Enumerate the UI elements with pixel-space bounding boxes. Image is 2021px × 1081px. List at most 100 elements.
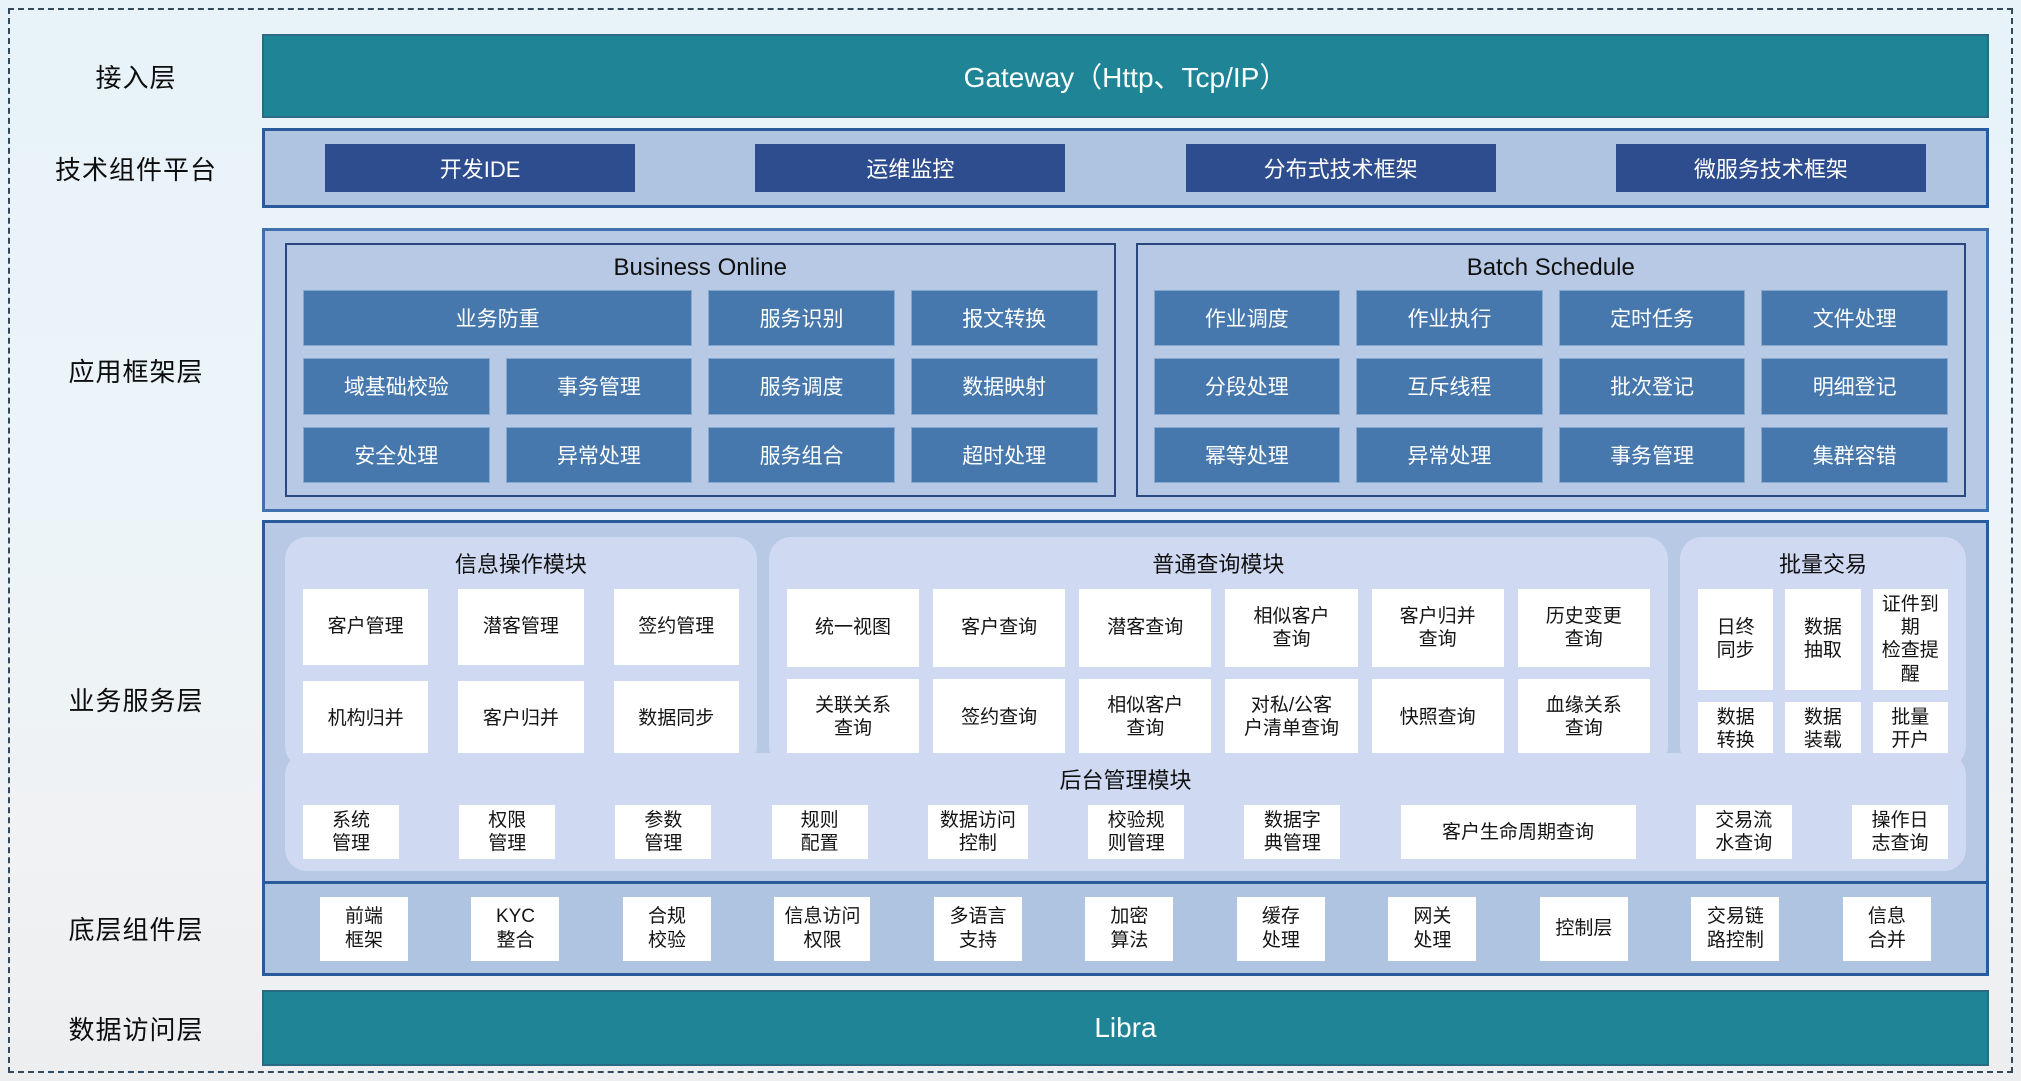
base-component-item: 多语言 支持 [933, 896, 1022, 961]
service-item: 潜客管理 [458, 589, 584, 665]
framework-item: 超时处理 [910, 426, 1098, 483]
service-item: 数据 抽取 [1785, 589, 1861, 690]
business-online-box: Business Online 业务防重 服务识别 报文转换 域基础校验 事务管… [285, 243, 1116, 497]
framework-item: 域基础校验 [303, 358, 490, 415]
tech-component-item: 分布式技术框架 [1185, 144, 1496, 192]
business-service-modules: 信息操作模块 客户管理潜客管理签约管理机构归并客户归并数据同步 普通查询模块 统… [285, 537, 1966, 769]
batch-schedule-box: Batch Schedule 作业调度作业执行定时任务文件处理分段处理互斥线程批… [1135, 243, 1966, 497]
service-item: 交易流 水查询 [1695, 805, 1792, 860]
base-component-item: 信息 合并 [1842, 896, 1931, 961]
service-item: 关联关系 查询 [786, 678, 920, 757]
service-item: 规则 配置 [771, 805, 868, 860]
business-service-container: 信息操作模块 客户管理潜客管理签约管理机构归并客户归并数据同步 普通查询模块 统… [262, 520, 1989, 889]
info-operation-module-title: 信息操作模块 [454, 552, 587, 577]
layer-label-app-framework: 应用框架层 [68, 356, 204, 387]
general-query-grid: 统一视图客户查询潜客查询相似客户 查询 客户归并 查询历史变更 查询关联关系 查询… [786, 589, 1650, 757]
batch-trade-module: 批量交易 日终 同步数据 抽取证件到期 检查提醒数据 转换数据 装载批量 开户 [1679, 537, 1966, 769]
service-item: 对私/公客 户清单查询 [1225, 678, 1358, 757]
admin-module-title: 后台管理模块 [1059, 768, 1192, 793]
app-framework-row: 应用框架层 Business Online 业务防重 服务识别 报文转换 域基础… [10, 228, 2011, 512]
business-online-title: Business Online [613, 254, 787, 281]
framework-item: 事务管理 [1558, 426, 1746, 483]
batch-trade-module-title: 批量交易 [1778, 552, 1867, 577]
service-item: 客户归并 [458, 680, 584, 757]
service-item: 证件到期 检查提醒 [1872, 589, 1948, 690]
tech-component-item: 运维监控 [755, 144, 1066, 192]
base-component-item: 控制层 [1539, 896, 1628, 961]
base-component-item: 信息访问 权限 [774, 896, 871, 961]
service-item: 客户生命周期查询 [1400, 805, 1636, 860]
tech-component-item: 开发IDE [325, 144, 636, 192]
business-service-row: 业务服务层 信息操作模块 客户管理潜客管理签约管理机构归并客户归并数据同步 普通… [10, 520, 2011, 889]
service-item: 数据同步 [613, 680, 739, 757]
base-component-item: 缓存 处理 [1236, 896, 1325, 961]
service-item: 客户查询 [933, 589, 1066, 667]
framework-item: 异常处理 [505, 426, 693, 483]
framework-item: 服务识别 [708, 290, 895, 347]
base-component-item: 合规 校验 [622, 896, 711, 961]
batch-schedule-grid: 作业调度作业执行定时任务文件处理分段处理互斥线程批次登记明细登记幂等处理异常处理… [1153, 290, 1948, 483]
framework-item: 明细登记 [1761, 358, 1948, 415]
business-online-grid: 业务防重 服务识别 报文转换 域基础校验 事务管理 服务调度 数据映射 安全处理… [303, 290, 1098, 483]
info-operation-grid: 客户管理潜客管理签约管理机构归并客户归并数据同步 [303, 589, 739, 757]
service-item: 数据 转换 [1697, 701, 1774, 757]
service-item: 系统 管理 [303, 805, 399, 860]
service-item: 权限 管理 [459, 805, 556, 860]
layer-label-access: 接入层 [95, 62, 177, 93]
layer-label-business-service: 业务服务层 [68, 685, 204, 716]
tech-component-item: 微服务技术框架 [1615, 144, 1926, 192]
framework-item: 文件处理 [1761, 290, 1948, 347]
base-component-item: KYC 整合 [471, 896, 560, 961]
batch-schedule-title: Batch Schedule [1466, 254, 1635, 281]
service-item: 客户归并 查询 [1371, 589, 1504, 667]
framework-item: 安全处理 [303, 426, 490, 483]
service-item: 血缘关系 查询 [1517, 678, 1650, 757]
libra-bar: Libra [262, 990, 1989, 1066]
service-item: 签约管理 [613, 589, 739, 665]
service-item: 批量 开户 [1872, 701, 1948, 757]
service-item: 数据字 典管理 [1244, 805, 1341, 860]
service-item: 客户管理 [303, 589, 429, 665]
framework-item: 异常处理 [1356, 426, 1543, 483]
service-item: 校验规 则管理 [1088, 805, 1185, 860]
service-item: 机构归并 [303, 680, 429, 757]
data-access-row: 数据访问层 Libra [10, 990, 2011, 1066]
framework-item: 数据映射 [910, 358, 1098, 415]
access-layer-row: 接入层 Gateway（Http、Tcp/IP） [10, 34, 2011, 118]
service-item: 日终 同步 [1697, 589, 1774, 690]
tech-platform-band: 开发IDE 运维监控 分布式技术框架 微服务技术框架 [262, 128, 1989, 208]
base-component-item: 交易链 路控制 [1691, 896, 1780, 961]
service-item: 潜客查询 [1079, 589, 1212, 667]
info-operation-module: 信息操作模块 客户管理潜客管理签约管理机构归并客户归并数据同步 [285, 537, 757, 769]
framework-item: 集群容错 [1761, 426, 1948, 483]
service-item: 签约查询 [933, 678, 1066, 757]
layer-label-base-component: 底层组件层 [68, 915, 204, 945]
layer-label-tech-platform: 技术组件平台 [54, 154, 217, 185]
service-item: 相似客户 查询 [1079, 678, 1212, 757]
framework-item: 互斥线程 [1356, 358, 1543, 415]
batch-trade-grid: 日终 同步数据 抽取证件到期 检查提醒数据 转换数据 装载批量 开户 [1697, 589, 1948, 757]
service-item: 参数 管理 [615, 805, 712, 860]
admin-module: 后台管理模块 系统 管理 权限 管理 参数 管理 规则 配置 数据访问 控制 校验规 则管… [285, 753, 1966, 872]
service-item: 历史变更 查询 [1517, 589, 1650, 667]
general-query-module: 普通查询模块 统一视图客户查询潜客查询相似客户 查询 客户归并 查询历史变更 查询… [768, 537, 1668, 769]
framework-item: 报文转换 [910, 290, 1098, 347]
service-item: 操作日 志查询 [1851, 805, 1948, 860]
base-component-item: 加密 算法 [1085, 896, 1174, 961]
framework-item: 服务调度 [708, 358, 895, 415]
general-query-module-title: 普通查询模块 [1152, 552, 1285, 577]
app-framework-container: Business Online 业务防重 服务识别 报文转换 域基础校验 事务管… [262, 228, 1989, 512]
layer-label-data-access: 数据访问层 [68, 1014, 204, 1045]
framework-item: 事务管理 [505, 358, 693, 415]
diagram-frame: 接入层 Gateway（Http、Tcp/IP） 技术组件平台 开发IDE 运维监… [8, 8, 2013, 1073]
service-item: 快照查询 [1371, 678, 1504, 757]
framework-item: 分段处理 [1153, 358, 1341, 415]
framework-item: 批次登记 [1558, 358, 1746, 415]
service-item: 数据 装载 [1785, 701, 1861, 757]
gateway-bar: Gateway（Http、Tcp/IP） [262, 34, 1989, 118]
service-item: 统一视图 [786, 589, 920, 667]
service-item: 数据访问 控制 [927, 805, 1028, 860]
tech-platform-row: 技术组件平台 开发IDE 运维监控 分布式技术框架 微服务技术框架 [10, 128, 2011, 208]
